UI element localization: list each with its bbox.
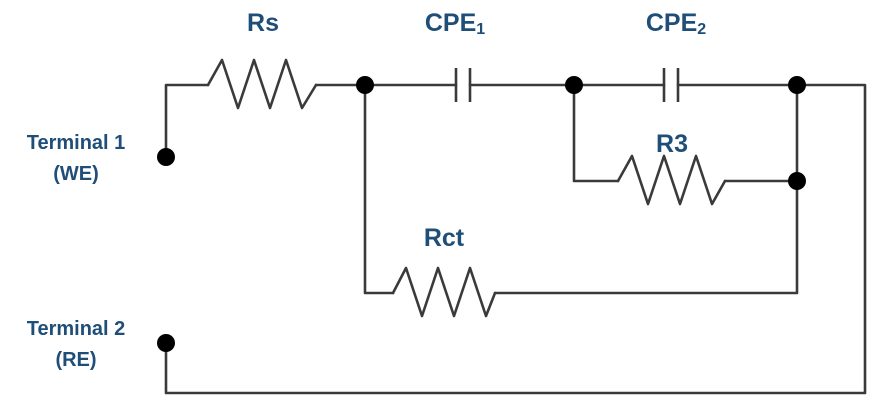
label-rs: Rs [247, 9, 279, 37]
resistor-rs [206, 58, 318, 110]
junction-node-c [788, 76, 806, 94]
terminal-2-sublabel: (RE) [55, 349, 96, 371]
wire-node-b-to-r3 [572, 83, 620, 183]
resistor-rct [391, 266, 497, 318]
wire-node-c-to-rct-return [493, 83, 799, 295]
capacitor-cpe2 [662, 68, 680, 102]
wire-terminal1-to-rs [164, 83, 210, 159]
label-r3: R3 [656, 130, 688, 158]
wire-node-a-to-rct [363, 83, 395, 295]
resistor-r3 [616, 154, 727, 206]
terminal-2-dot [157, 334, 175, 352]
terminal-1-label: Terminal 1 [27, 132, 126, 154]
label-cpe2: CPE2 [646, 9, 706, 38]
terminal-1-sublabel: (WE) [53, 163, 99, 185]
wire-right-return [164, 83, 867, 395]
terminal-2-label: Terminal 2 [27, 318, 126, 340]
label-rct: Rct [424, 224, 465, 252]
terminal-1-dot [157, 148, 175, 166]
junction-node-d [788, 172, 806, 190]
junction-node-a [356, 76, 374, 94]
junction-node-b [565, 76, 583, 94]
label-cpe1: CPE1 [425, 9, 485, 38]
capacitor-cpe1 [454, 68, 472, 102]
